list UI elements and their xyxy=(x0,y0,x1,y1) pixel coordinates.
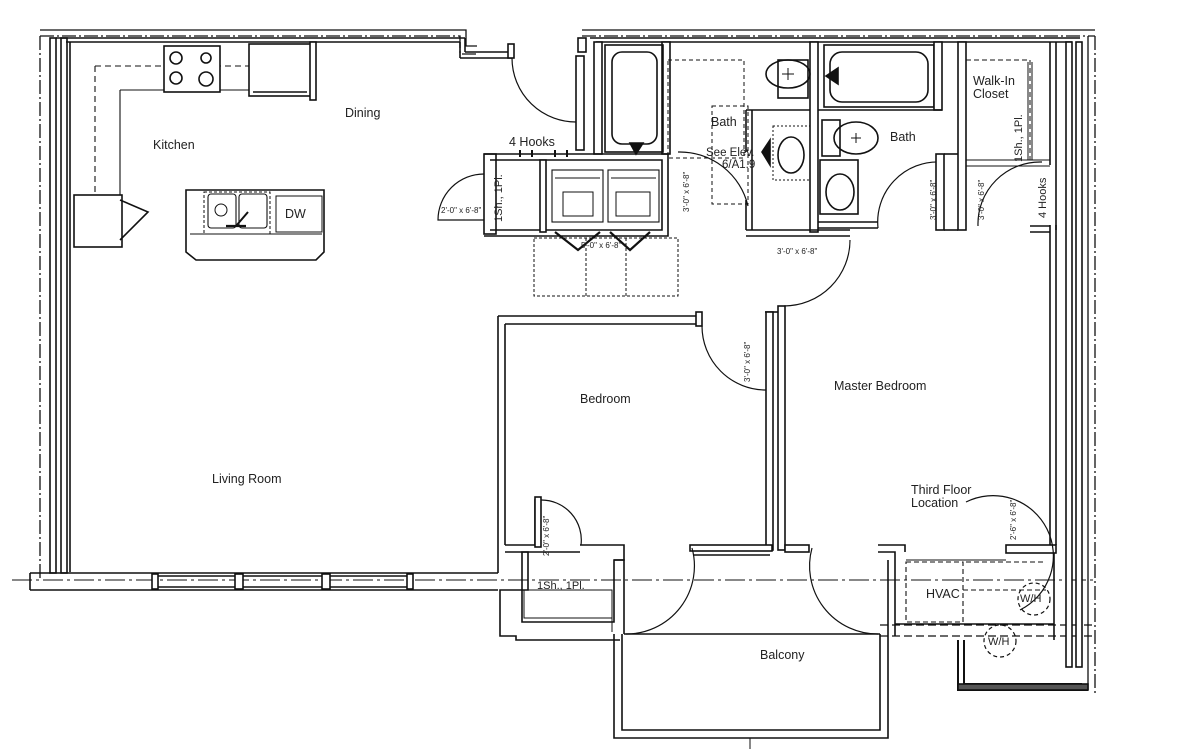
walk-in-closet-label-line2: Closet xyxy=(973,87,1009,101)
shelf-bedroom-label: 1Sh., 1Pl. xyxy=(537,580,585,592)
bath1-fixtures xyxy=(604,44,811,205)
master-bottom xyxy=(878,495,1089,691)
door-size-walkin: 3'-0" x 6'-8" xyxy=(977,179,986,220)
dishwasher-label: DW xyxy=(285,207,306,221)
walk-in-closet-label-line1: Walk-In xyxy=(973,74,1015,88)
water-heater-label-1: W/H xyxy=(1020,593,1042,605)
see-elev-label-line2: 6/A1.9 xyxy=(722,159,756,171)
living-room-label: Living Room xyxy=(212,472,282,486)
shelf-walkin-label: 1Sh., 1Pl. xyxy=(1013,114,1025,162)
see-elev-label-line1: See Elev. xyxy=(706,147,755,159)
laundry-closet xyxy=(437,150,679,297)
door-size-hall: 3'-0" x 6'-8" xyxy=(777,247,818,256)
four-hooks-top-label: 4 Hooks xyxy=(509,135,555,149)
third-floor-label-line2: Location xyxy=(911,496,959,510)
door-size-bath-pocket: 3'-0" x 6'-8" xyxy=(682,171,691,212)
right-wall xyxy=(1049,41,1083,668)
water-heater-label-2: W/H xyxy=(988,636,1010,648)
bedroom-closet xyxy=(499,496,625,641)
hall-doors xyxy=(677,151,851,307)
walk-in-closet xyxy=(965,59,1050,233)
shelf-entry-label: 1Sh., 1Pl. xyxy=(493,174,505,222)
door-size-bedroom-closet: 2'-0" x 6'-8" xyxy=(542,515,551,556)
balcony xyxy=(613,547,889,749)
third-floor-label-line1: Third Floor xyxy=(911,483,972,497)
bath-label-2: Bath xyxy=(890,130,916,144)
top-wall-left xyxy=(56,37,515,59)
door-size-master-bath: 3'-0" x 6'-8" xyxy=(929,179,938,220)
hvac-label: HVAC xyxy=(926,587,960,601)
door-size-mech-closet: 2'-6" x 6'-8" xyxy=(1009,499,1018,540)
dining-label: Dining xyxy=(345,106,381,120)
door-size-laundry: 5'-0" x 6'-8" xyxy=(581,241,622,250)
bedroom-label: Bedroom xyxy=(580,392,631,406)
kitchen-counter xyxy=(73,41,317,248)
master-bedroom-label: Master Bedroom xyxy=(834,379,927,393)
bath1-walls xyxy=(593,41,850,237)
kitchen-island xyxy=(185,189,325,261)
four-hooks-side-label: 4 Hooks xyxy=(1037,177,1049,218)
balcony-label: Balcony xyxy=(760,648,805,662)
left-wall xyxy=(49,37,71,574)
bottom-wall-living xyxy=(29,572,498,591)
bath-label-1: Bath xyxy=(711,115,737,129)
door-size-bedroom: 3'-0" x 6'-8" xyxy=(743,341,752,382)
top-wall-right xyxy=(577,37,1080,53)
kitchen-label: Kitchen xyxy=(153,138,195,152)
bedroom-bottom-wall xyxy=(689,544,810,556)
door-size-entry-closet: 2'-0" x 6'-8" xyxy=(441,206,482,215)
exterior-wall-lines xyxy=(12,29,1096,695)
entry-door xyxy=(511,55,585,151)
